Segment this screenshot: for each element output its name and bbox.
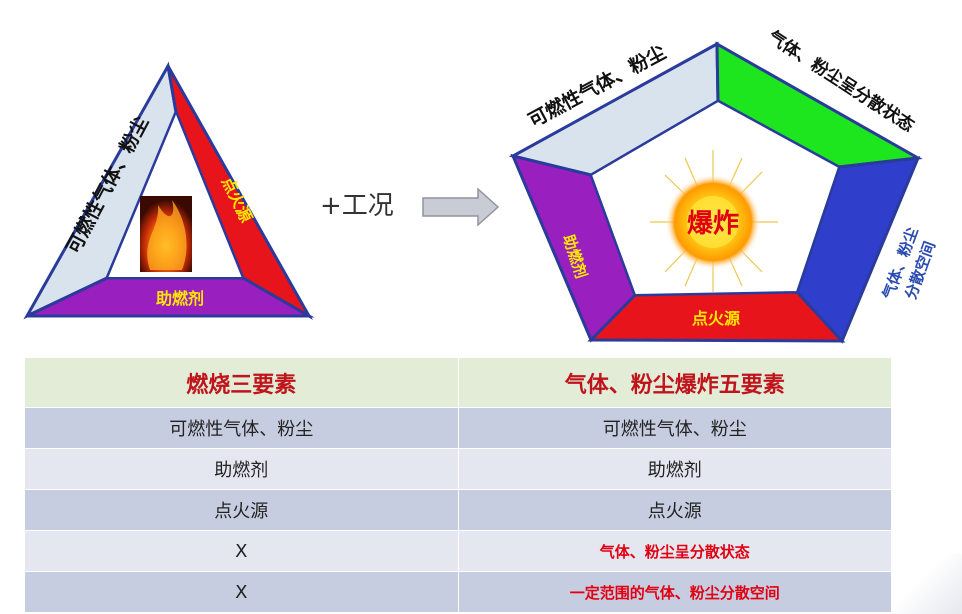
table-cell: 助燃剂 (457, 448, 892, 490)
table-cell: 可燃性气体、粉尘 (457, 407, 892, 449)
table-cell: 点火源 (457, 489, 892, 531)
header-explosion: 气体、粉尘爆炸五要素 (457, 357, 892, 408)
table-row: 可燃性气体、粉尘 可燃性气体、粉尘 (24, 407, 892, 449)
table-cell: X (24, 571, 459, 613)
pentagon-center-label: 爆炸 (687, 209, 739, 239)
table-cell: 点火源 (24, 489, 459, 531)
table-cell: X (24, 530, 459, 572)
table-cell: 可燃性气体、粉尘 (24, 407, 459, 449)
pentagon-bottom-label: 点火源 (692, 309, 740, 328)
table-cell: 一定范围的气体、粉尘分散空间 (457, 571, 892, 613)
table-row: X 一定范围的气体、粉尘分散空间 (24, 571, 892, 613)
arrow-icon (422, 187, 500, 227)
comparison-table: 燃烧三要素 气体、粉尘爆炸五要素 可燃性气体、粉尘 可燃性气体、粉尘 助燃剂 助… (24, 357, 892, 613)
table-row: 点火源 点火源 (24, 489, 892, 531)
diagram-canvas: 可燃性气体、粉尘 点火源 助燃剂 +工况 (23, 26, 939, 344)
fire-triangle: 可燃性气体、粉尘 点火源 助燃剂 (23, 61, 315, 321)
condition-operator: +工况 (320, 191, 394, 221)
corner-decoration (892, 554, 962, 614)
triangle-bottom-label: 助燃剂 (156, 289, 204, 308)
explosion-burst-icon (650, 150, 778, 292)
table-row: 助燃剂 助燃剂 (24, 448, 892, 490)
table-cell: 气体、粉尘呈分散状态 (457, 530, 892, 572)
table-header-row: 燃烧三要素 气体、粉尘爆炸五要素 (24, 357, 892, 408)
explosion-pentagon: 爆炸 可燃性气体、粉尘 气体、粉尘呈分散状态 气体、粉尘 分散空间 点火源 助燃… (508, 26, 939, 344)
header-combustion: 燃烧三要素 (24, 357, 459, 408)
flame-shape (147, 200, 187, 270)
table-row: X 气体、粉尘呈分散状态 (24, 530, 892, 572)
table-cell: 助燃剂 (24, 448, 459, 490)
